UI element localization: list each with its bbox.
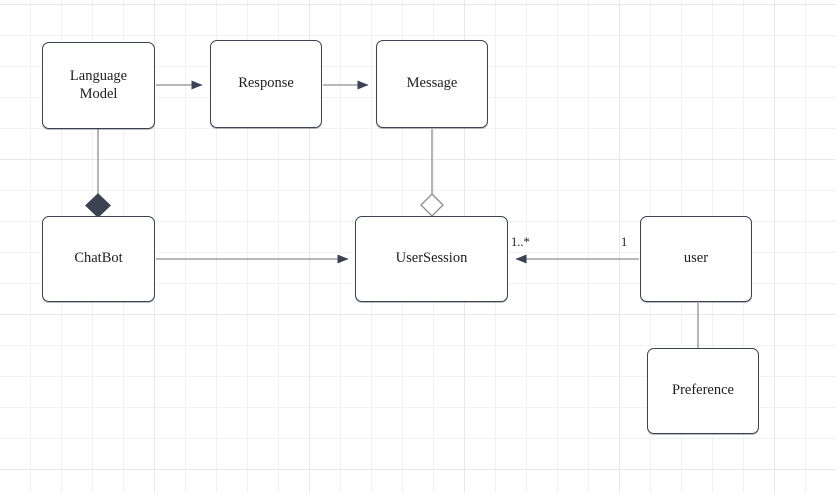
aggregation-diamond-icon: [420, 193, 444, 217]
node-usersession[interactable]: UserSession: [355, 216, 508, 302]
node-label: ChatBot: [74, 250, 123, 267]
composition-diamond-icon: [85, 193, 111, 218]
node-label: Preference: [672, 382, 734, 399]
node-language-model[interactable]: Language Model: [42, 42, 155, 129]
node-chatbot[interactable]: ChatBot: [42, 216, 155, 302]
edge-label-multiplicity-one: 1: [621, 235, 628, 249]
edge-label-multiplicity-many: 1..*: [511, 235, 530, 249]
node-label: Response: [238, 75, 294, 92]
node-message[interactable]: Message: [376, 40, 488, 128]
node-label: Language Model: [69, 67, 128, 102]
node-label: user: [683, 250, 709, 267]
node-user[interactable]: user: [640, 216, 752, 302]
edge-message-to-usersession: [420, 129, 444, 217]
node-response[interactable]: Response: [210, 40, 322, 128]
edge-language-model-to-chatbot: [85, 129, 111, 218]
node-label: Message: [406, 75, 458, 92]
node-label: UserSession: [395, 250, 468, 267]
node-preference[interactable]: Preference: [647, 348, 759, 434]
